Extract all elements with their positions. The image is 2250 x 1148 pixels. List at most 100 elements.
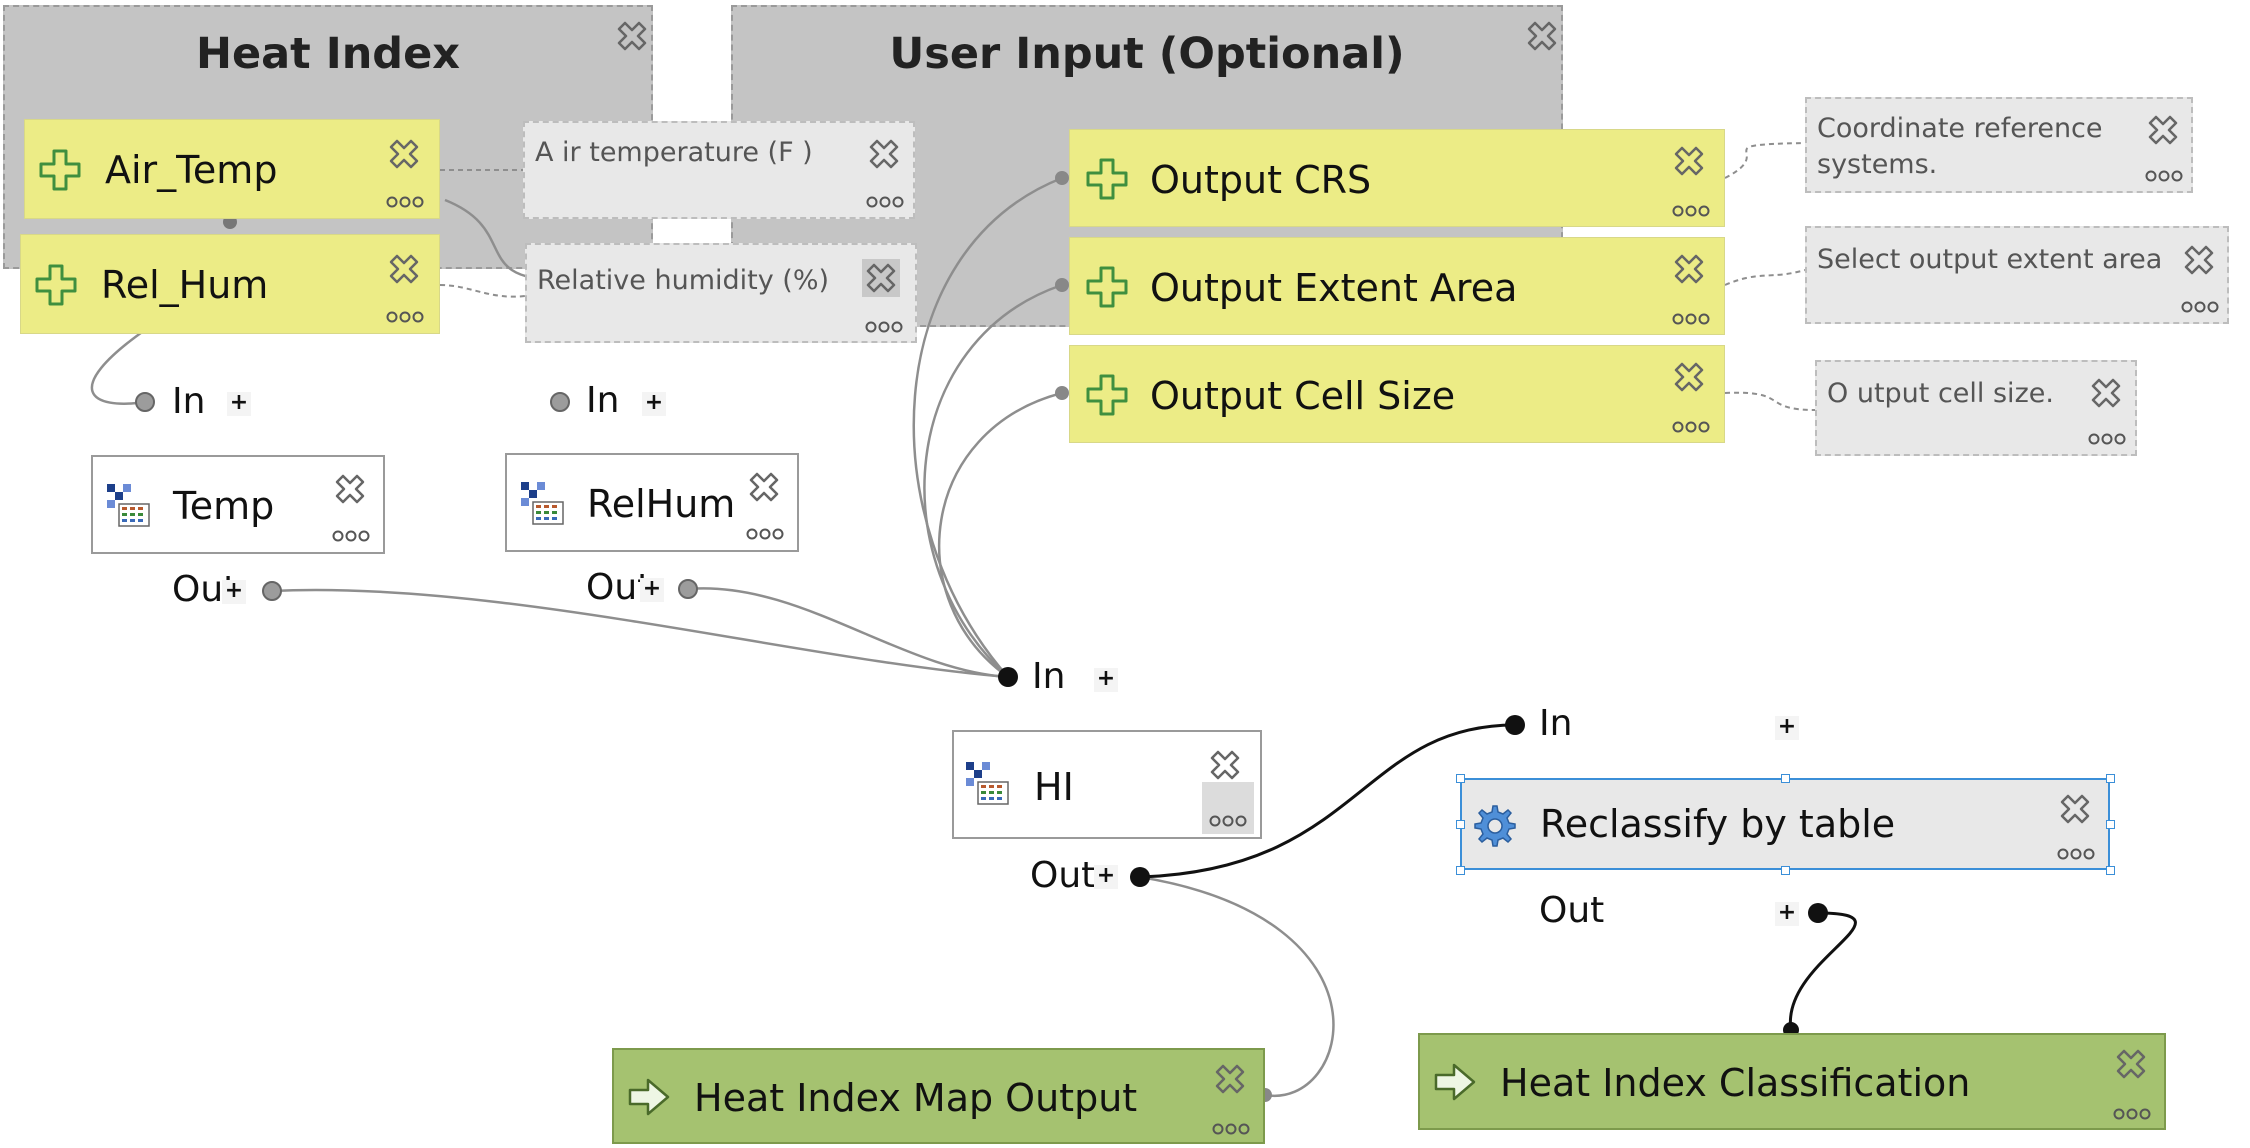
selection-handle[interactable] [1781,866,1790,875]
close-icon[interactable] [2087,374,2125,412]
param-rel-hum[interactable]: Rel_Hum [20,234,440,334]
close-icon[interactable] [1206,746,1244,784]
algorithm-label: Temp [173,484,275,528]
selection-handle[interactable] [2106,866,2115,875]
close-icon[interactable] [385,135,423,173]
raster-calculator-icon [107,484,150,527]
selection-handle[interactable] [2106,774,2115,783]
wire-reclassify-out-to-classification [1788,911,1857,1031]
port-add-button[interactable]: + [1775,902,1799,926]
output-label: Heat Index Classification [1500,1061,1971,1105]
comment-text: A ir temperature (F ) [535,137,813,168]
plus-cross-icon [39,149,81,191]
more-icon[interactable] [745,527,785,541]
more-icon[interactable] [1671,204,1711,218]
wire-hi-out-to-map-output [1139,875,1335,1098]
wire-hi-out-to-reclassify-in [1139,723,1516,879]
comment-extent[interactable]: Select output extent area [1805,226,2229,324]
close-icon[interactable] [2144,111,2182,149]
algorithm-temp[interactable]: Temp [91,455,385,554]
output-heat-index-classification[interactable]: Heat Index Classification [1418,1033,2166,1130]
comment-air-temp[interactable]: A ir temperature (F ) [523,121,915,219]
port-add-button[interactable]: + [1775,716,1799,740]
close-icon[interactable] [1670,142,1708,180]
port-add-button[interactable]: + [222,580,246,604]
port-add-button[interactable]: + [1094,865,1118,889]
more-icon[interactable] [1671,420,1711,434]
selection-handle[interactable] [1456,866,1465,875]
more-icon[interactable] [864,320,904,334]
param-label: Output Cell Size [1150,374,1456,418]
more-icon[interactable] [385,310,425,324]
close-icon[interactable] [331,470,369,508]
algorithm-label: HI [1034,765,1074,809]
more-icon[interactable] [1211,1122,1251,1136]
close-icon[interactable] [865,135,903,173]
param-air-temp[interactable]: Air_Temp [24,119,440,219]
comment-cell-size[interactable]: O utput cell size. [1815,360,2137,456]
close-icon[interactable] [613,17,651,55]
selection-handle[interactable] [1781,774,1790,783]
arrow-right-icon [628,1078,670,1116]
more-icon[interactable] [2112,1107,2152,1121]
port-dot [550,392,570,412]
wire-crs-to-hi-in [912,176,1063,678]
param-output-cell-size[interactable]: Output Cell Size [1069,345,1725,443]
comment-link-extent [1724,269,1806,286]
port-add-button[interactable]: + [642,392,666,416]
raster-calculator-icon [966,762,1009,805]
more-icon[interactable] [2180,300,2220,314]
more-icon[interactable] [865,195,905,209]
wire-temp-out-to-hi-in [271,588,1009,679]
plus-cross-icon [1086,374,1128,416]
close-icon[interactable] [1670,358,1708,396]
selection-handle[interactable] [1456,774,1465,783]
close-icon[interactable] [745,468,783,506]
more-icon[interactable] [2087,432,2127,446]
algorithm-reclassify[interactable]: Reclassify by table [1460,778,2110,870]
more-icon[interactable] [2056,847,2096,861]
close-icon[interactable] [862,259,900,297]
group-title: User Input (Optional) [889,29,1405,79]
algorithm-hi[interactable]: HI [952,730,1262,839]
wire-relhum-out-to-hi-in [687,587,1009,679]
close-icon[interactable] [1523,17,1561,55]
comment-crs[interactable]: Coordinate reference systems. [1805,97,2193,193]
more-icon[interactable] [1671,312,1711,326]
algorithm-label: Reclassify by table [1540,802,1896,846]
more-icon[interactable] [1208,814,1248,828]
selection-handle[interactable] [2106,820,2115,829]
close-icon[interactable] [2112,1045,2150,1083]
close-icon[interactable] [2180,241,2218,279]
close-icon[interactable] [385,250,423,288]
port-dot [1055,386,1069,400]
algorithm-relhum[interactable]: RelHum [505,453,799,552]
close-icon[interactable] [1670,250,1708,288]
param-output-extent[interactable]: Output Extent Area [1069,237,1725,335]
comment-rel-hum[interactable]: Relative humidity (%) [525,243,917,343]
comment-link-cellsize [1724,391,1816,411]
port-dot [998,667,1018,687]
raster-calculator-icon [521,482,564,525]
port-add-button[interactable]: + [1094,668,1118,692]
port-dot [678,579,698,599]
close-icon[interactable] [2056,790,2094,828]
more-icon[interactable] [331,529,371,543]
output-heat-index-map[interactable]: Heat Index Map Output [612,1048,1265,1144]
port-in-label: In [172,381,206,422]
comment-text: Relative humidity (%) [537,265,830,296]
group-title: Heat Index [196,29,460,79]
port-dot [1505,715,1525,735]
wire-relhum-to-temp-in [90,328,146,405]
more-icon[interactable] [385,195,425,209]
comment-text: O utput cell size. [1827,378,2054,409]
port-out-label: Out [1539,890,1605,931]
port-add-button[interactable]: + [640,578,664,602]
close-icon[interactable] [1211,1060,1249,1098]
selection-handle[interactable] [1456,820,1465,829]
port-add-button[interactable]: + [227,392,251,416]
plus-cross-icon [35,264,77,306]
param-label: Air_Temp [105,148,278,192]
param-output-crs[interactable]: Output CRS [1069,129,1725,227]
more-icon[interactable] [2144,169,2184,183]
